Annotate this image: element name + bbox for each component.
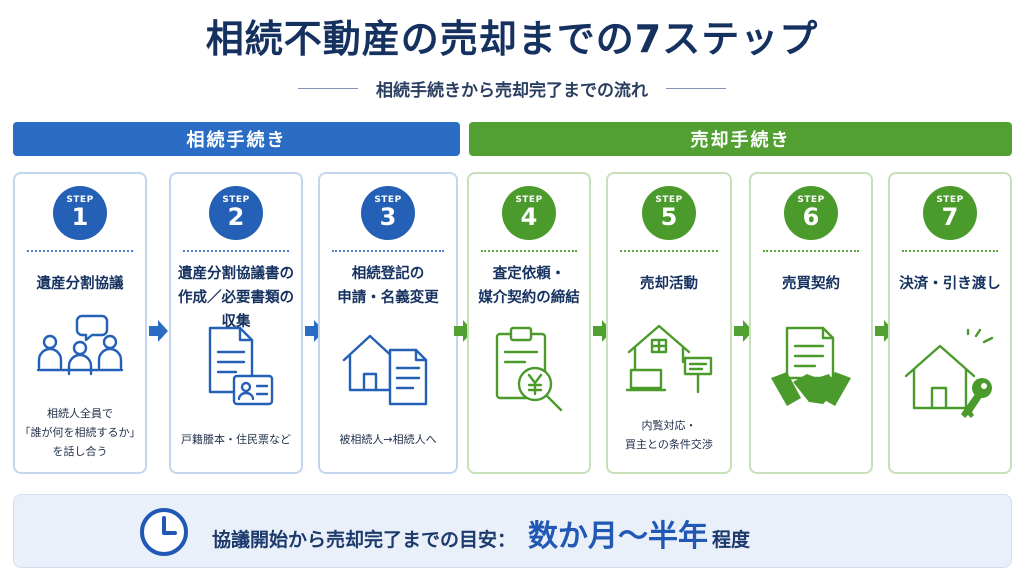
step-title: 売買契約 [755, 272, 867, 296]
step-badge-number: 3 [379, 203, 397, 231]
arrow-right-icon [305, 320, 324, 342]
phase-banner-inheritance: 相続手続き [13, 122, 460, 156]
step-title-line: 媒介契約の締結 [478, 290, 580, 306]
dotted-divider [27, 250, 133, 252]
step-badge: STEP 6 [784, 186, 838, 240]
step-title-line: 売買契約 [782, 276, 840, 292]
step-badge-label: STEP [936, 195, 964, 205]
step-badge: STEP 7 [923, 186, 977, 240]
subtitle-divider-right [666, 88, 726, 89]
arrow-right-icon [875, 320, 894, 342]
step-badge-number: 7 [941, 203, 959, 231]
step-badge: STEP 4 [502, 186, 556, 240]
summary-prefix: 協議開始から売却完了までの目安： [212, 529, 517, 551]
step-description: 相続人全員で 「誰が何を相続するか」 を話し合う [19, 404, 141, 461]
step-badge-label: STEP [374, 195, 402, 205]
step-description-line: 相続人全員で [47, 407, 113, 420]
step-description-line: を話し合う [52, 445, 108, 458]
step-badge-number: 6 [802, 203, 820, 231]
step-title: 決済・引き渡し [894, 272, 1006, 296]
arrow-right-icon [734, 320, 753, 342]
phase-banner-sale: 売却手続き [469, 122, 1012, 156]
arrow-right-icon [593, 320, 612, 342]
clipboard-yen-magnifier-icon [495, 326, 563, 412]
step-badge-label: STEP [222, 195, 250, 205]
dotted-divider [332, 250, 444, 252]
house-key-icon [904, 328, 994, 418]
step-card-5: STEP 5 売却活動 内覧対応・ 買主との条件交渉 [606, 172, 732, 474]
timeline-summary-text: 協議開始から売却完了までの目安： 数か月〜半年 程度 [212, 511, 750, 555]
page-title: 相続不動産の売却までの7ステップ [205, 17, 819, 61]
step-description-line: 「誰が何を相続するか」 [19, 426, 141, 439]
step-title-line: 決済・引き渡し [899, 276, 1001, 292]
step-description-line: 買主との条件交渉 [625, 438, 713, 451]
summary-suffix: 程度 [712, 529, 751, 551]
contract-handshake-icon [771, 326, 851, 406]
dotted-divider [763, 250, 859, 252]
step-title-line: 申請・名義変更 [337, 290, 439, 306]
step-badge-label: STEP [515, 195, 543, 205]
step-badge-label: STEP [66, 195, 94, 205]
dotted-divider [481, 250, 577, 252]
dotted-divider [620, 250, 718, 252]
step-title: 査定依頼・ 媒介契約の締結 [473, 262, 585, 310]
step-card-7: STEP 7 決済・引き渡し [888, 172, 1012, 474]
arrow-right-icon [149, 320, 168, 342]
summary-duration: 数か月〜半年 [528, 519, 709, 554]
step-title-line: 遺産分割協議書の [178, 266, 294, 282]
step-description: 被相続人→相続人へ [324, 430, 452, 449]
step-card-6: STEP 6 売買契約 [749, 172, 873, 474]
step-title-line: 相続登記の [351, 266, 425, 282]
house-document-icon [342, 334, 428, 406]
step-badge-number: 4 [520, 203, 538, 231]
step-badge: STEP 1 [53, 186, 107, 240]
documents-id-card-icon [208, 326, 274, 406]
house-laptop-sign-icon [625, 324, 713, 394]
step-badge: STEP 3 [361, 186, 415, 240]
step-badge-number: 2 [227, 203, 245, 231]
subtitle-row: 相続手続きから売却完了までの流れ [0, 76, 1024, 101]
step-card-2: STEP 2 遺産分割協議書の 作成／必要書類の収集 戸籍謄本・住民票など [169, 172, 303, 474]
timeline-summary-bar: 協議開始から売却完了までの目安： 数か月〜半年 程度 [13, 494, 1012, 568]
step-badge: STEP 5 [642, 186, 696, 240]
dotted-divider [183, 250, 289, 252]
step-card-3: STEP 3 相続登記の 申請・名義変更 被相続人→相続人へ [318, 172, 458, 474]
step-title: 遺産分割協議 [19, 272, 141, 296]
arrow-right-icon [454, 320, 473, 342]
step-title-line: 査定依頼・ [492, 266, 566, 282]
step-description-line: 被相続人→相続人へ [339, 433, 437, 446]
clock-icon [140, 508, 188, 556]
step-title: 遺産分割協議書の 作成／必要書類の収集 [175, 262, 297, 334]
subtitle-divider-left [298, 88, 358, 89]
step-title-line: 遺産分割協議 [36, 276, 124, 292]
step-badge: STEP 2 [209, 186, 263, 240]
step-card-4: STEP 4 査定依頼・ 媒介契約の締結 [467, 172, 591, 474]
step-title-line: 作成／必要書類の収集 [178, 290, 294, 330]
step-badge-number: 5 [660, 203, 678, 231]
step-description-line: 戸籍謄本・住民票など [181, 433, 291, 446]
step-badge-label: STEP [797, 195, 825, 205]
step-description-line: 内覧対応・ [641, 419, 697, 432]
step-badge-label: STEP [655, 195, 683, 205]
dotted-divider [902, 250, 998, 252]
step-description: 内覧対応・ 買主との条件交渉 [612, 416, 726, 454]
people-meeting-icon [36, 314, 124, 376]
step-title: 相続登記の 申請・名義変更 [324, 262, 452, 310]
step-card-1: STEP 1 遺産分割協議 相続人全員で 「誰が何を相続するか」 を話し合う [13, 172, 147, 474]
step-description: 戸籍謄本・住民票など [175, 430, 297, 449]
page-subtitle: 相続手続きから売却完了までの流れ [376, 81, 648, 101]
step-title: 売却活動 [612, 272, 726, 296]
step-title-line: 売却活動 [640, 276, 698, 292]
step-badge-number: 1 [71, 203, 89, 231]
